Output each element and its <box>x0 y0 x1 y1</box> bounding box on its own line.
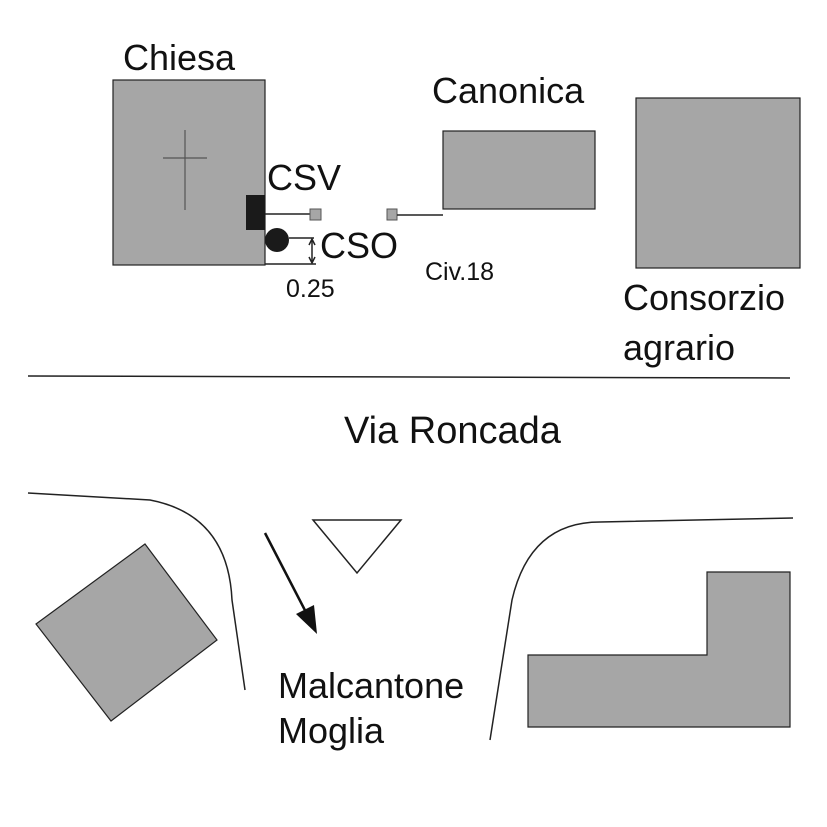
chiesa-label: Chiesa <box>123 37 236 78</box>
triangle-island <box>311 519 403 575</box>
direction-label-line1: Malcantone <box>278 665 464 706</box>
cso-label: CSO <box>320 225 398 266</box>
dimension-label: 0.25 <box>286 275 335 303</box>
consorzio-building <box>635 97 801 269</box>
cso-marker <box>265 228 289 252</box>
consorzio-label-line2: agrario <box>623 327 735 368</box>
civico-point <box>386 208 398 221</box>
canonica-building <box>442 130 596 210</box>
l-shaped-building <box>527 571 791 728</box>
road-curve-left <box>27 492 246 691</box>
road-edge <box>27 375 791 379</box>
direction-label-line2: Moglia <box>278 710 385 751</box>
csv-marker <box>246 195 265 230</box>
canonica-label: Canonica <box>432 70 585 111</box>
tilted-building <box>35 543 218 722</box>
csv-point <box>309 208 322 221</box>
direction-arrow-icon <box>263 532 317 634</box>
consorzio-label-line1: Consorzio <box>623 277 785 318</box>
church-building <box>112 79 266 266</box>
civico-label: Civ.18 <box>425 258 494 286</box>
csv-label: CSV <box>267 157 341 198</box>
road-curve-right <box>489 517 794 741</box>
dimension-arrow-icon <box>308 237 316 265</box>
cross-icon <box>163 130 207 210</box>
street-label: Via Roncada <box>344 410 562 452</box>
